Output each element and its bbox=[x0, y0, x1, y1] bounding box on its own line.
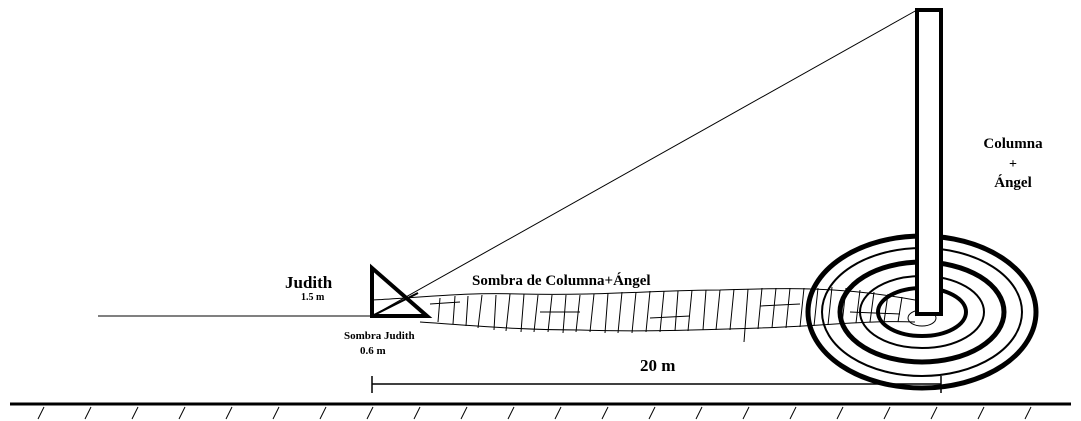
distance-label: 20 m bbox=[640, 356, 675, 375]
ground-hatch-mark bbox=[460, 406, 468, 420]
ground-hatch-mark bbox=[742, 406, 750, 420]
ground-hatch-mark bbox=[977, 406, 985, 420]
judith-height-label: 1.5 m bbox=[301, 292, 325, 303]
ground-hatch-mark bbox=[413, 406, 421, 420]
ground-hatch-mark bbox=[319, 406, 327, 420]
ground-hatching bbox=[37, 406, 1032, 420]
ground-hatch-mark bbox=[272, 406, 280, 420]
shadow-hatching bbox=[437, 286, 903, 343]
judith-label: Judith bbox=[285, 273, 333, 292]
judith-shadow-label: Sombra Judith bbox=[344, 330, 415, 342]
column-label-plus: + bbox=[1009, 157, 1017, 172]
ground-hatch-mark bbox=[131, 406, 139, 420]
column-shadow-band bbox=[371, 286, 916, 343]
ground-hatch-mark bbox=[507, 406, 515, 420]
ground-hatch-mark bbox=[84, 406, 92, 420]
column-label-line2: Ángel bbox=[994, 174, 1032, 191]
ground-hatch-mark bbox=[601, 406, 609, 420]
ground-hatch-mark bbox=[225, 406, 233, 420]
ground-hatch-mark bbox=[37, 406, 45, 420]
distance-dimension bbox=[371, 376, 942, 393]
ground-hatch-mark bbox=[883, 406, 891, 420]
ground-hatch-mark bbox=[648, 406, 656, 420]
judith-triangle bbox=[370, 263, 433, 318]
judith-triangle-inner-line bbox=[371, 292, 419, 317]
ground-hatch-mark bbox=[930, 406, 938, 420]
ground-hatch-mark bbox=[836, 406, 844, 420]
ground-hatch-mark bbox=[695, 406, 703, 420]
ground-hatch-mark bbox=[1024, 406, 1032, 420]
ground-hatch-mark bbox=[366, 406, 374, 420]
judith-shadow-length-label: 0.6 m bbox=[360, 345, 386, 357]
sun-ray-line bbox=[371, 9, 918, 317]
column-shadow-label: Sombra de Columna+Ángel bbox=[472, 272, 651, 289]
ground-hatch-mark bbox=[554, 406, 562, 420]
column-label-line1: Columna bbox=[983, 136, 1043, 152]
ground-hatch-mark bbox=[789, 406, 797, 420]
ground-hatch-mark bbox=[178, 406, 186, 420]
column bbox=[915, 8, 943, 316]
